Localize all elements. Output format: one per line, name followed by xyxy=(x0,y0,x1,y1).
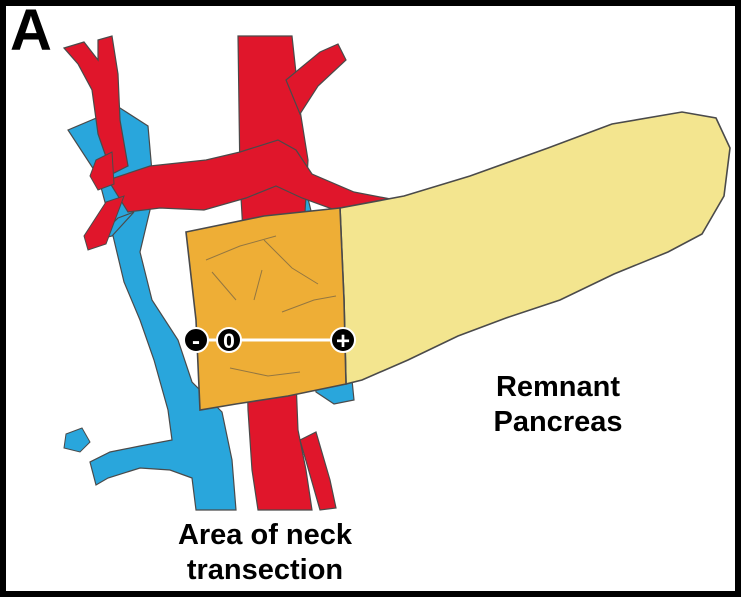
neck-label-line-2: transection xyxy=(150,553,380,588)
remnant-label-line-1: Remnant xyxy=(458,370,658,405)
neck-transection-label: Area of neck transection xyxy=(150,518,380,588)
remnant-label-line-2: Pancreas xyxy=(458,405,658,440)
scale-zero-label: 0 xyxy=(223,330,235,353)
panel-letter: A xyxy=(10,2,52,60)
scale-minus-label: - xyxy=(192,328,200,355)
scale-plus-label: + xyxy=(336,328,350,355)
remnant-pancreas-label: Remnant Pancreas xyxy=(458,370,658,440)
neck-label-line-1: Area of neck xyxy=(150,518,380,553)
